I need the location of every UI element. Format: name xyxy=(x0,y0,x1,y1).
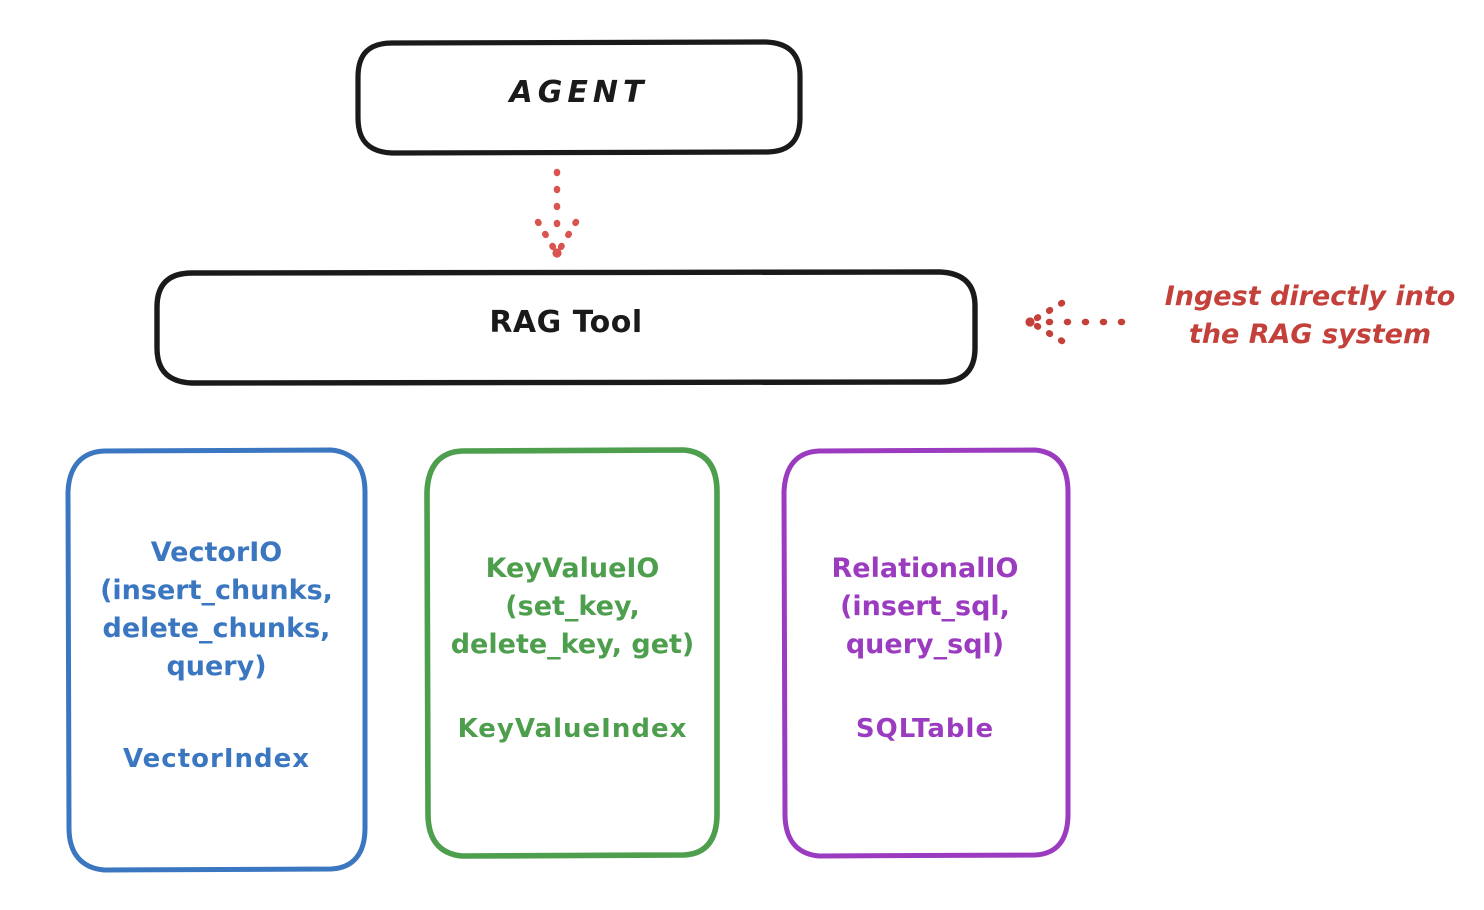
note-arrowhead-top xyxy=(1028,299,1066,325)
relational-sqltable-label: SQLTable xyxy=(855,714,995,744)
ingest-annotation-text: Ingest directly into the RAG system xyxy=(1164,281,1456,350)
keyvalue-io-box-outline[interactable] xyxy=(424,447,720,859)
agent-to-rag-connector xyxy=(534,168,580,258)
keyvalue-index-label: KeyValueIndex xyxy=(457,714,688,744)
agent-arrowhead-left xyxy=(534,218,560,256)
agent-arrowhead-tip xyxy=(552,248,562,258)
relational-io-methods-label: RelationalIO (insert_sql, query_sql) xyxy=(831,553,1019,660)
vector-index-label: VectorIndex xyxy=(122,744,311,774)
keyvalue-io-methods-label: KeyValueIO (set_key, delete_key, get) xyxy=(450,553,695,660)
rag-tool-node-label: RAG Tool xyxy=(489,305,643,340)
note-arrowhead-bottom xyxy=(1028,319,1066,345)
note-to-rag-connector xyxy=(1025,299,1126,345)
relational-io-box-outline[interactable] xyxy=(781,447,1071,859)
note-arrowhead-tip xyxy=(1025,317,1035,327)
vector-io-methods-label: VectorIO (insert_chunks, delete_chunks, … xyxy=(100,537,333,682)
vector-io-box-outline[interactable] xyxy=(65,447,368,873)
rag-tool-box-outline[interactable] xyxy=(154,269,978,386)
agent-node-label: AGENT xyxy=(509,75,649,110)
agent-box-outline[interactable] xyxy=(355,39,803,156)
agent-arrowhead-right xyxy=(554,218,580,256)
